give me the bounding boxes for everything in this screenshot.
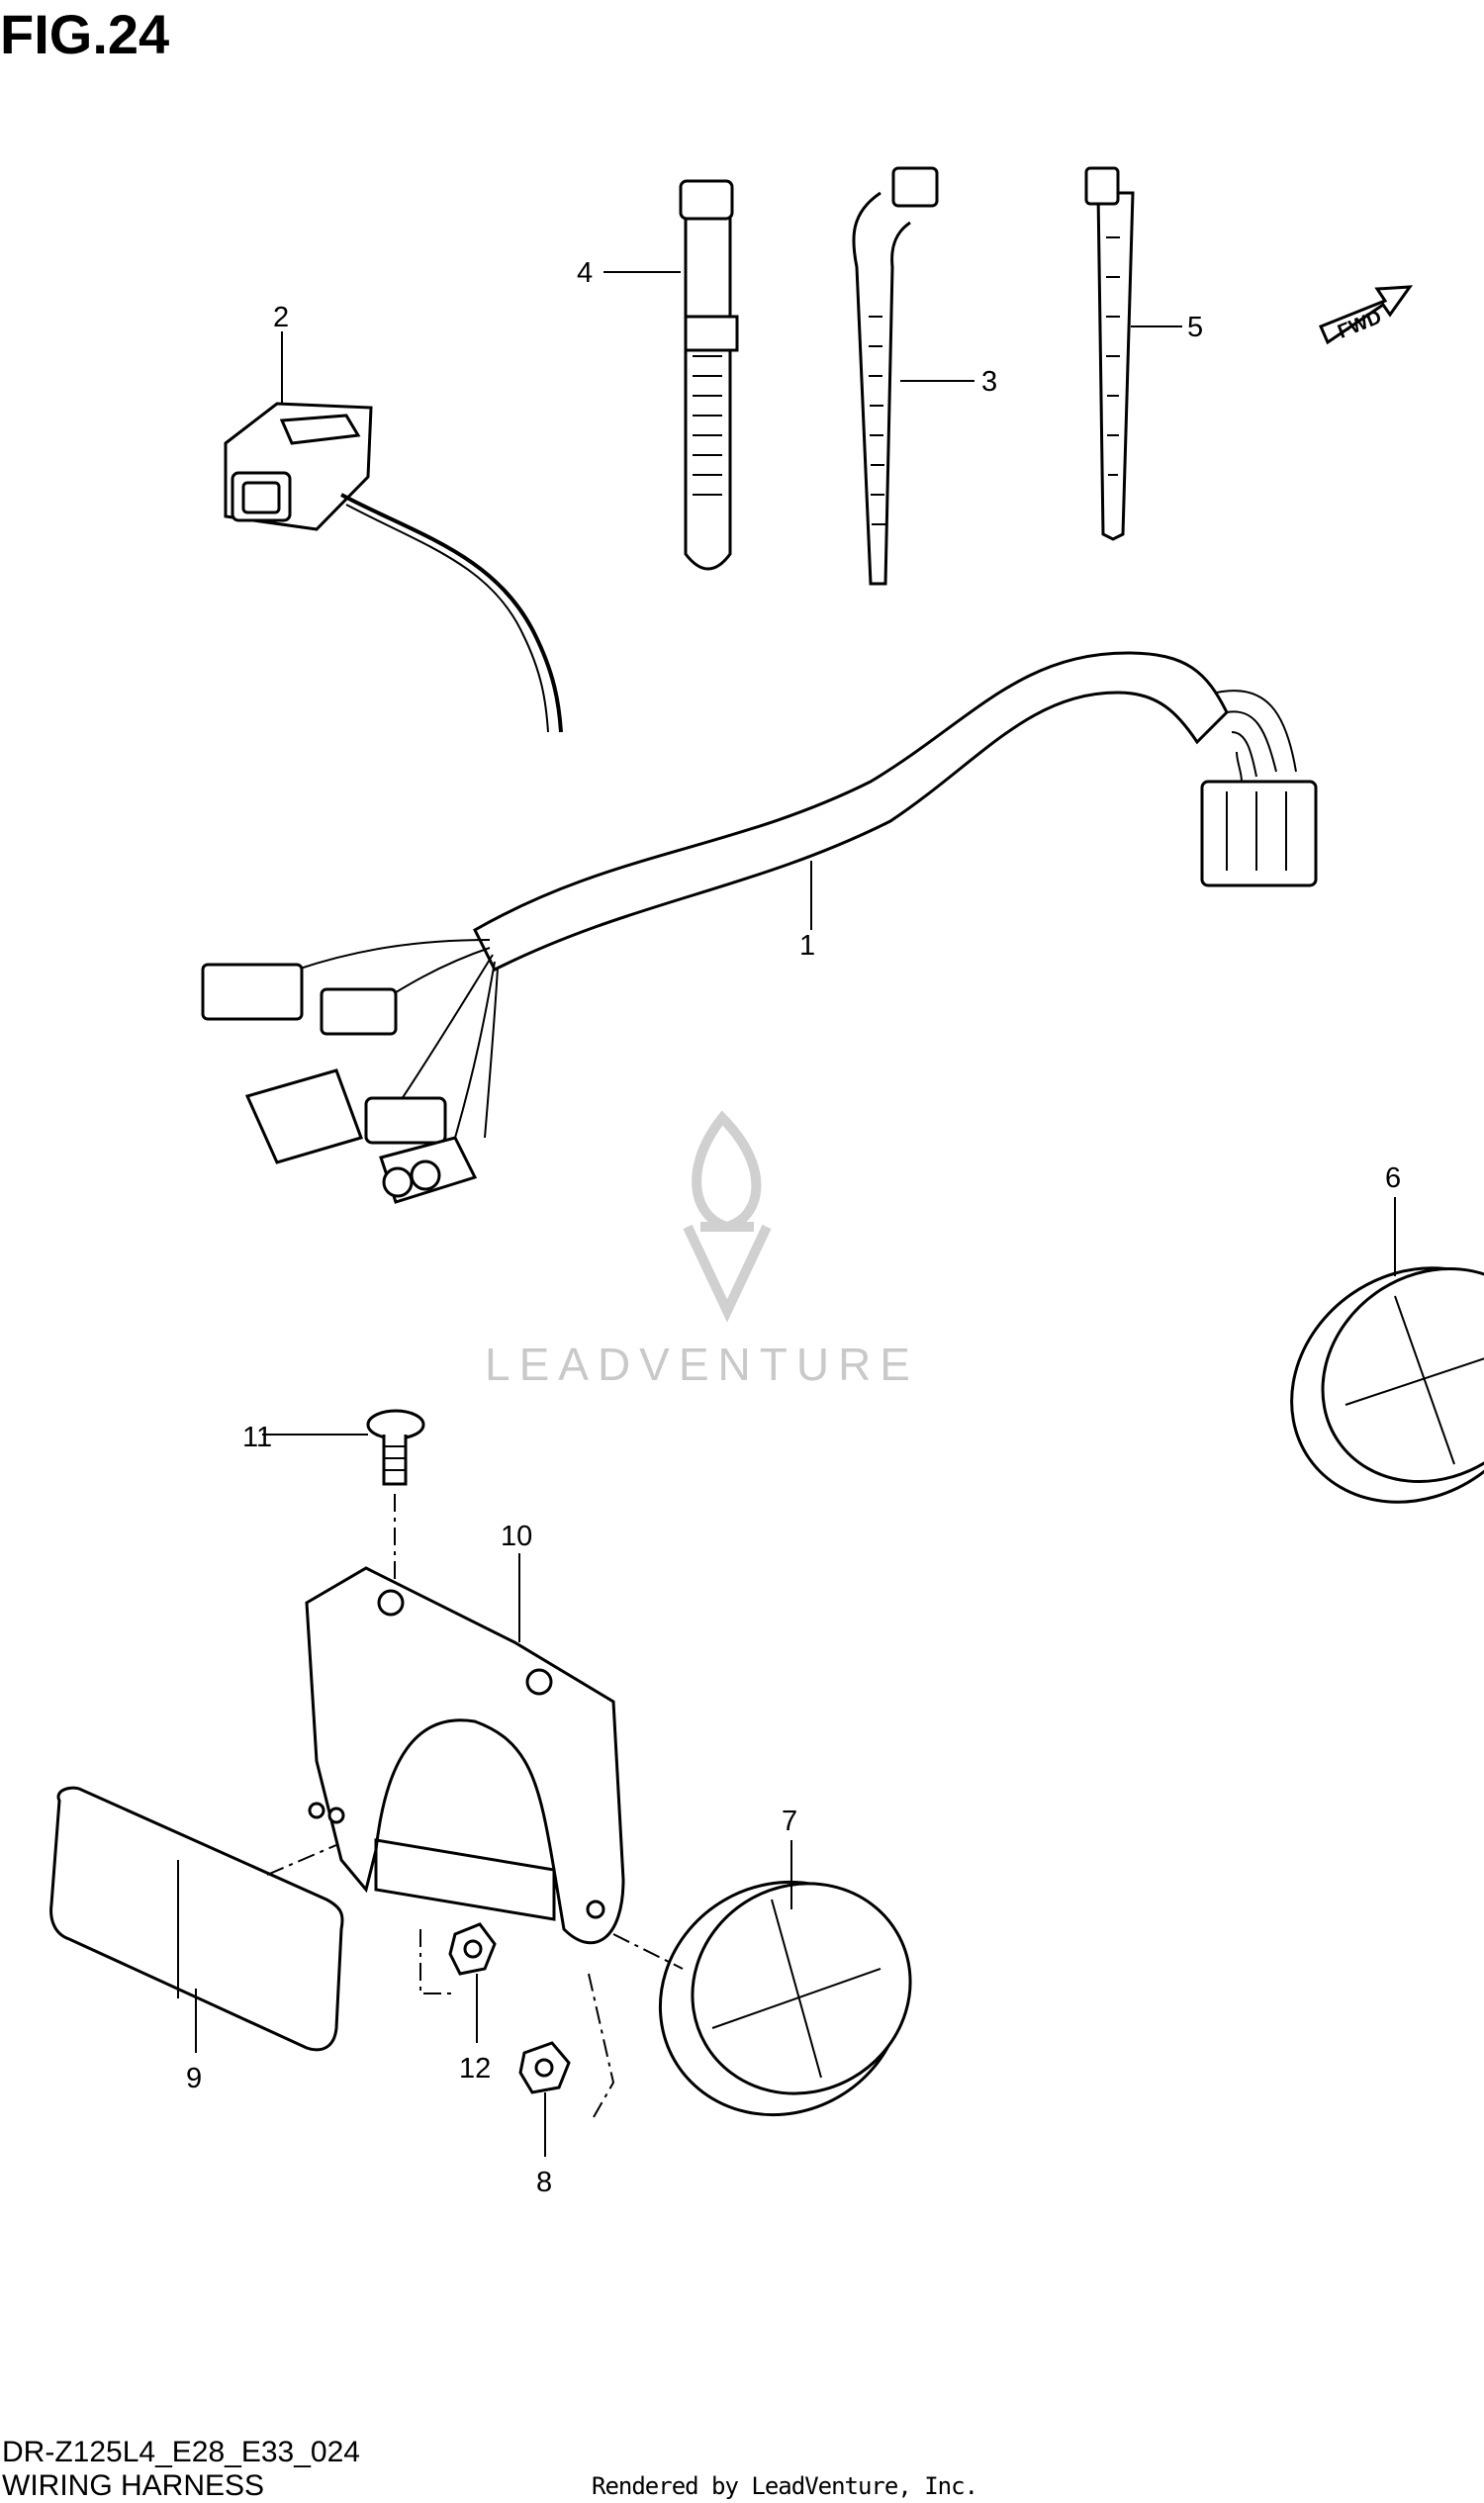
callout-10: 10 <box>501 1521 532 1552</box>
callout-1: 1 <box>799 930 815 962</box>
callout-5: 5 <box>1187 312 1203 343</box>
callout-7: 7 <box>782 1806 797 1837</box>
fwd-arrow-icon: FWD <box>1319 285 1414 345</box>
round-reflector-part-7 <box>658 1880 912 2117</box>
callout-8: 8 <box>536 2167 552 2198</box>
callout-11: 11 <box>242 1422 272 1453</box>
leader-lines <box>195 271 1396 2157</box>
callout-2: 2 <box>273 302 289 333</box>
screw-part <box>366 1409 425 1486</box>
callout-6: 6 <box>1385 1162 1401 1194</box>
figure-title: FIG.24 <box>0 3 170 65</box>
round-reflector-part-6 <box>1290 1266 1484 1504</box>
section-name: WIRING HARNESS <box>2 2469 265 2502</box>
callout-12: 12 <box>459 2053 491 2085</box>
rectangular-reflector-part <box>49 1786 344 2052</box>
render-credit: Rendered by LeadVenture, Inc. <box>592 2472 978 2500</box>
bracket-part <box>305 1566 625 1945</box>
callout-4: 4 <box>577 257 593 289</box>
watermark-logo <box>683 1110 772 1323</box>
assembly-lines <box>266 1494 684 2118</box>
wiring-harness-part <box>201 651 1318 1204</box>
callout-labels: 1 2 3 4 5 6 7 8 9 10 11 12 <box>186 257 1401 2198</box>
cable-tie-part-3 <box>852 166 939 586</box>
model-code: DR-Z125L4_E28_E33_024 <box>2 2436 360 2468</box>
clamp-band-part <box>679 179 739 571</box>
switch-part <box>224 402 563 733</box>
nut-part-12 <box>448 1922 497 1976</box>
watermark-text: LEADVENTURE <box>485 1339 919 1390</box>
callout-9: 9 <box>186 2063 202 2094</box>
cable-tie-part-5 <box>1084 166 1135 541</box>
nut-part-8 <box>518 2041 571 2094</box>
callout-3: 3 <box>981 366 997 398</box>
